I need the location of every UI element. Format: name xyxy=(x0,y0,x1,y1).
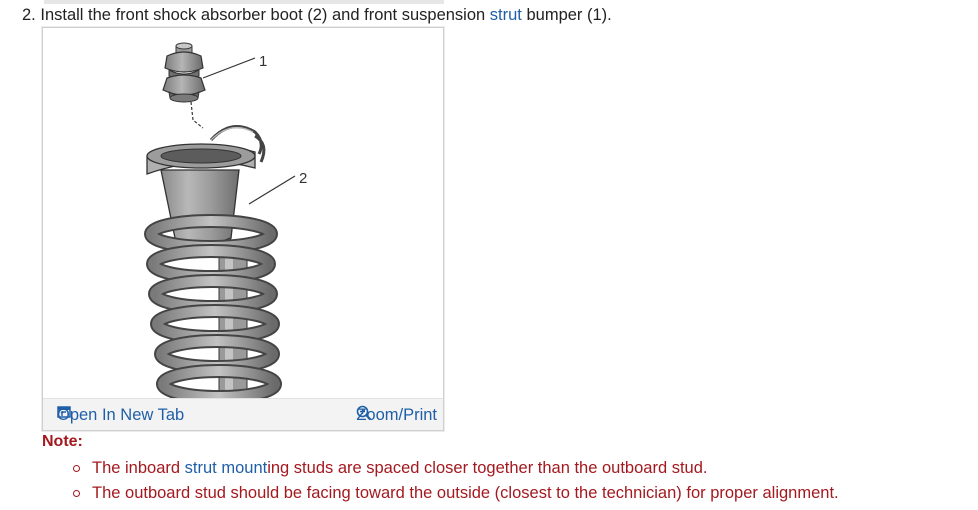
callout-line-1 xyxy=(202,57,256,79)
note-item-text: The outboard stud should be facing towar… xyxy=(92,484,839,502)
coil-spring-part xyxy=(144,214,282,398)
note-list: The inboard strut mounting studs are spa… xyxy=(72,456,839,506)
strut-link[interactable]: strut xyxy=(489,6,522,24)
zoom-in-icon xyxy=(357,405,372,421)
bullet-icon xyxy=(73,465,80,472)
callout-line-2 xyxy=(248,175,296,205)
strut-link[interactable]: strut xyxy=(184,459,217,477)
note-item: The outboard stud should be facing towar… xyxy=(72,481,839,506)
step-text: Install the front shock absorber boot (2… xyxy=(40,6,486,24)
note-item-text-end: ing studs are spaced closer together tha… xyxy=(267,459,708,477)
figure-toolbar: Open In New Tab Zoom/Print xyxy=(43,398,443,430)
callout-2: 2 xyxy=(299,170,307,187)
open-in-new-tab-button[interactable]: Open In New Tab xyxy=(57,405,184,425)
zoom-print-button[interactable]: Zoom/Print xyxy=(356,405,437,425)
open-new-tab-icon xyxy=(57,406,71,418)
note-item-text: The inboard xyxy=(92,459,181,477)
zoom-print-label: Zoom/Print xyxy=(356,406,437,424)
step-text-end: bumper (1). xyxy=(526,6,612,24)
mount-link[interactable]: mount xyxy=(221,459,268,477)
alignment-line xyxy=(190,101,204,129)
illustration-figure: 1 2 xyxy=(42,27,444,431)
strut-bumper-part xyxy=(162,42,206,103)
step-number: 2. xyxy=(22,6,36,24)
note-label: Note: xyxy=(42,433,83,450)
top-divider xyxy=(44,0,444,4)
shock-absorber-boot-part xyxy=(146,125,266,253)
shock-absorber-illustration: 1 2 xyxy=(144,42,307,398)
step-instruction: 2. Install the front shock absorber boot… xyxy=(22,4,612,26)
open-in-new-tab-label: Open In New Tab xyxy=(57,406,185,424)
callout-1: 1 xyxy=(259,53,267,70)
note-item: The inboard strut mounting studs are spa… xyxy=(72,456,839,481)
bullet-icon xyxy=(73,490,80,497)
